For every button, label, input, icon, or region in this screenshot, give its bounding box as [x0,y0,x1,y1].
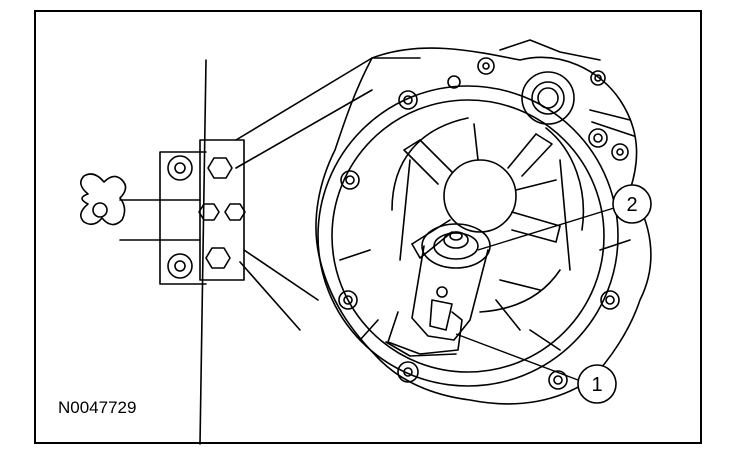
bell-housing-inner-ring [331,99,605,373]
leader-line-2 [477,207,615,251]
release-fork [411,245,489,341]
input-shaft-hub [443,159,517,233]
bracket-boss-bottom [167,253,193,279]
leader-line-1 [455,333,579,381]
support-post-line [199,59,207,445]
callout-1-number: 1 [591,374,602,396]
figure-id-label: N0047729 [58,398,137,417]
callout-2-number: 2 [626,194,637,216]
support-arm-lower-inner [243,249,319,301]
support-arm-inner [235,89,373,169]
bolt-head [198,203,220,221]
release-bearing [421,223,491,269]
support-arm-upper [235,57,421,141]
bolt-head [205,247,231,269]
knob-hub [92,202,108,218]
bolt-head [207,157,233,179]
output-seal [521,71,575,125]
bell-housing-ring [317,85,619,387]
support-arm-lower [239,261,301,331]
clutch-fingers [411,123,561,245]
bracket-boss-top [167,155,193,181]
housing-bolt-boss [397,361,419,383]
bolt-head [224,203,246,221]
callout-2: 2 [612,184,652,224]
callout-1: 1 [577,364,617,404]
handle-knob [80,173,127,226]
